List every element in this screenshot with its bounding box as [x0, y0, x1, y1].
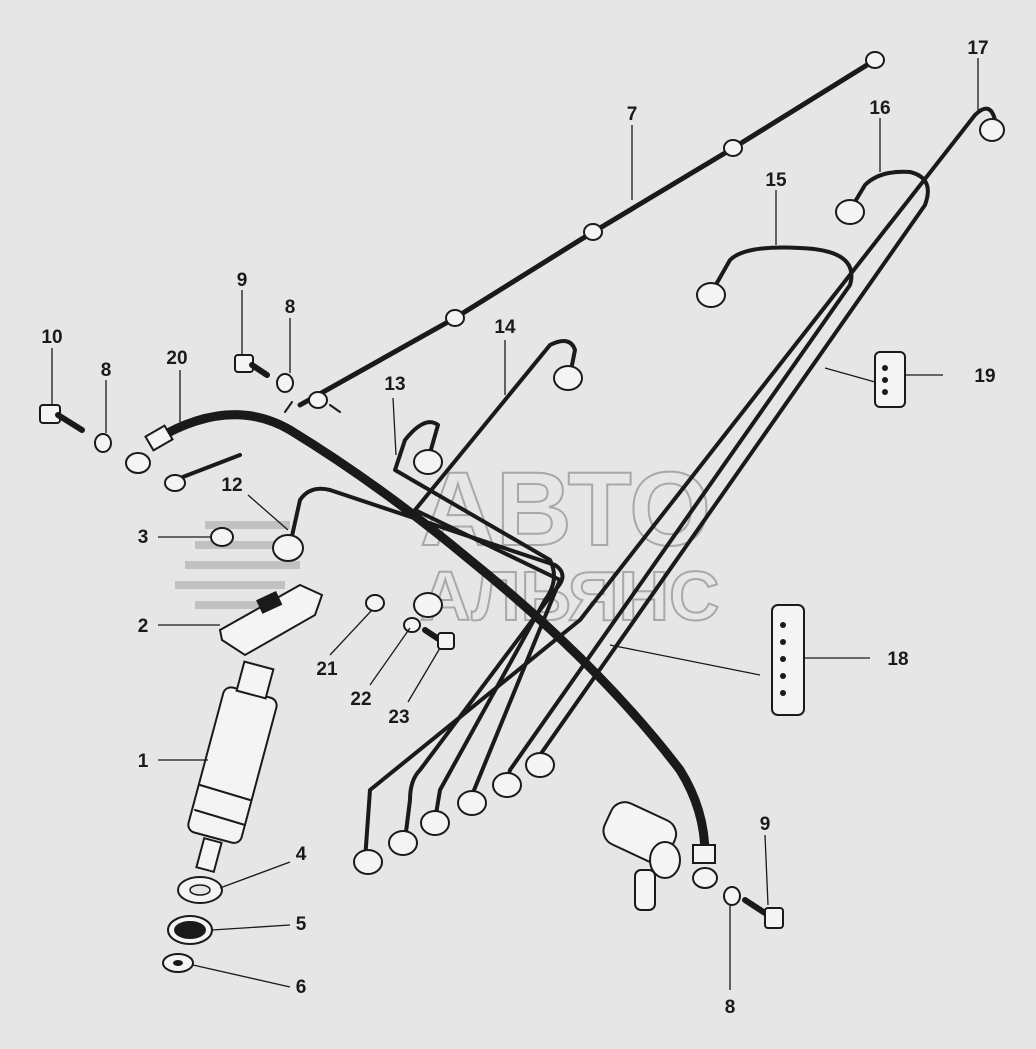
part-10-bolt [39, 404, 85, 433]
callout-8-bottom: 8 [725, 997, 736, 1018]
injection-pipes [272, 106, 1005, 875]
callout-21: 21 [316, 659, 338, 680]
callout-13: 13 [384, 374, 405, 395]
callout-2: 2 [138, 616, 149, 637]
callout-1: 1 [138, 751, 149, 772]
callout-10: 10 [41, 327, 62, 348]
part-2-bracket [218, 583, 324, 657]
part-18-clamp [771, 604, 805, 716]
part-8-washer-bottom [723, 886, 741, 906]
part-22-clip [403, 592, 443, 633]
callout-3: 3 [138, 527, 149, 548]
callout-8-top: 8 [285, 297, 296, 318]
part-8-washer-left [94, 433, 112, 453]
callout-9-bottom: 9 [760, 814, 771, 835]
part-8-washer-top [276, 373, 294, 393]
callout-6: 6 [296, 977, 307, 998]
part-3-nut [210, 527, 234, 547]
part-9-bolt-bottom [742, 897, 784, 929]
part-23-bolt [422, 627, 455, 650]
callout-15: 15 [765, 170, 787, 191]
callout-16: 16 [869, 98, 890, 119]
part-20-hose [125, 410, 718, 889]
part-19-clamp [874, 351, 906, 408]
pump-connector [602, 801, 681, 911]
part-4-washer [177, 876, 223, 904]
watermark-line2: АЛЬЯНС [420, 557, 720, 635]
callout-22: 22 [350, 689, 371, 710]
callout-20: 20 [166, 348, 187, 369]
callout-7: 7 [627, 104, 638, 125]
callout-19: 19 [974, 366, 995, 387]
part-1-injector [187, 660, 278, 874]
callout-12: 12 [221, 475, 242, 496]
callout-23: 23 [388, 707, 409, 728]
callout-17: 17 [967, 38, 988, 59]
part-9-bolt-top [234, 354, 270, 378]
callout-9-top: 9 [237, 270, 248, 291]
callout-labels: 1 2 3 4 5 6 7 8 8 8 9 9 10 12 13 14 15 1… [41, 38, 995, 1018]
part-6-washer [162, 953, 194, 973]
callout-5: 5 [296, 914, 307, 935]
callout-18: 18 [887, 649, 908, 670]
leader-lines [51, 58, 979, 990]
callout-4: 4 [296, 844, 307, 865]
part-7-return-line [284, 51, 885, 413]
callout-14: 14 [494, 317, 516, 338]
part-5-ring [167, 915, 213, 945]
part-21-nut [365, 594, 385, 612]
watermark-logo-icon [175, 521, 300, 609]
callout-8-left: 8 [101, 360, 112, 381]
